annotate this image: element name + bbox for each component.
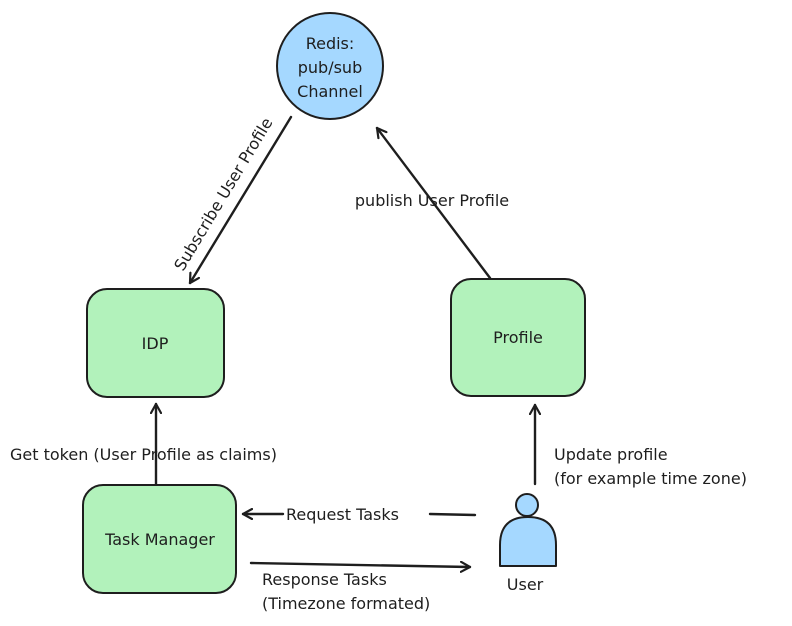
update-profile-label-line-1: Update profile — [554, 445, 668, 464]
subscribe-label: Subscribe User Profile — [170, 114, 276, 274]
redis-label-line-3: Channel — [297, 82, 363, 101]
response-tasks-label-line-1: Response Tasks — [262, 570, 387, 589]
person-icon — [499, 493, 557, 567]
response-tasks-edge: Response Tasks (Timezone formated) — [249, 563, 472, 613]
publish-edge: publish User Profile — [355, 126, 509, 280]
redis-channel-node[interactable]: Redis: pub/sub Channel — [276, 12, 384, 120]
redis-circle — [276, 12, 384, 120]
profile-label: Profile — [493, 328, 543, 347]
get-token-edge: Get token (User Profile as claims) — [10, 402, 277, 486]
request-tasks-label: Request Tasks — [286, 505, 399, 524]
redis-label-line-2: pub/sub — [298, 58, 362, 77]
get-token-label: Get token (User Profile as claims) — [10, 445, 277, 464]
idp-box — [86, 288, 225, 398]
task-manager-label: Task Manager — [104, 530, 215, 549]
profile-box — [450, 278, 586, 397]
subscribe-arrow — [188, 115, 293, 285]
idp-label: IDP — [142, 334, 169, 353]
publish-arrow — [375, 126, 492, 280]
task-manager-box — [82, 484, 237, 594]
request-tasks-line-tail — [428, 512, 477, 517]
response-tasks-label-line-2: (Timezone formated) — [262, 594, 430, 613]
update-profile-edge: Update profile (for example time zone) — [535, 403, 747, 488]
idp-node[interactable]: IDP — [86, 288, 225, 398]
subscribe-edge: Subscribe User Profile — [170, 114, 293, 285]
user-actor[interactable]: User — [499, 493, 557, 594]
profile-node[interactable]: Profile — [450, 278, 586, 397]
task-manager-node[interactable]: Task Manager — [82, 484, 237, 594]
user-label: User — [507, 575, 544, 594]
request-tasks-edge: Request Tasks — [241, 505, 477, 524]
response-tasks-arrow — [249, 563, 472, 567]
redis-label-line-1: Redis: — [306, 34, 355, 53]
publish-label: publish User Profile — [355, 191, 509, 210]
update-profile-label-line-2: (for example time zone) — [554, 469, 747, 488]
